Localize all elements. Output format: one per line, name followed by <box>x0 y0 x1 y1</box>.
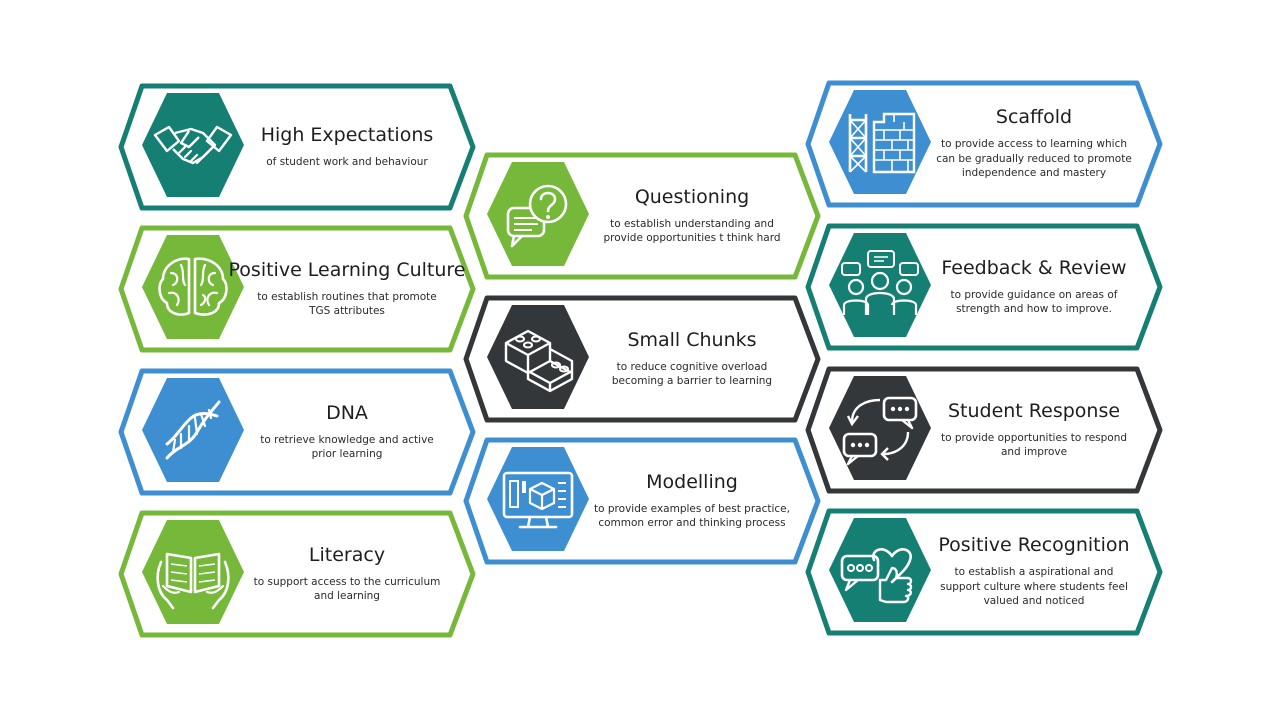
card-text: Scaffold to provide access to learning wh… <box>936 80 1132 206</box>
handshake-icon <box>142 93 244 197</box>
card-modelling: Modelling to provide examples of best pra… <box>462 437 822 567</box>
card-text: Modelling to provide examples of best pra… <box>594 437 790 563</box>
card-description: to establish routines that promote TGS a… <box>257 290 437 318</box>
card-description: to provide access to learning which can … <box>936 138 1132 180</box>
conversation-icon <box>829 376 931 480</box>
card-description: to provide guidance on areas of strength… <box>950 288 1118 316</box>
card-text: Small Chunks to reduce cognitive overload… <box>594 295 790 421</box>
card-title: Small Chunks <box>627 328 757 351</box>
card-description: to establish understanding and provide o… <box>603 217 781 245</box>
scaffold-icon <box>829 90 931 194</box>
card-student-response: Student Response to provide opportunities… <box>804 366 1164 496</box>
card-text: High Expectations of student work and beh… <box>249 83 445 209</box>
card-description: to support access to the curriculum and … <box>253 575 441 603</box>
card-title: Literacy <box>308 543 386 566</box>
card-literacy: Literacy to support access to the curricu… <box>117 510 477 640</box>
card-title: DNA <box>326 401 368 424</box>
card-text: Positive Recognition to establish a aspir… <box>936 508 1132 634</box>
card-feedback-review: Feedback & Review to provide guidance on … <box>804 223 1164 353</box>
card-title: Modelling <box>646 470 738 493</box>
card-description: of student work and behaviour <box>266 155 428 168</box>
blocks-icon <box>487 305 589 409</box>
card-questioning: Questioning to establish understanding an… <box>462 152 822 282</box>
card-description: to provide opportunities to respond and … <box>940 431 1128 459</box>
card-text: Positive Learning Culture to establish ro… <box>229 225 466 351</box>
card-text: Student Response to provide opportunities… <box>936 366 1132 492</box>
card-title: Feedback & Review <box>941 256 1127 279</box>
card-positive-recognition: Positive Recognition to establish a aspir… <box>804 508 1164 638</box>
card-small-chunks: Small Chunks to reduce cognitive overload… <box>462 295 822 425</box>
card-title: High Expectations <box>260 123 434 146</box>
card-text: Literacy to support access to the curricu… <box>249 510 445 636</box>
card-text: Questioning to establish understanding an… <box>594 152 790 278</box>
book-icon <box>142 520 244 624</box>
card-text: DNA to retrieve knowledge and active prio… <box>249 368 445 494</box>
card-high-expectations: High Expectations of student work and beh… <box>117 83 477 213</box>
card-title: Scaffold <box>995 106 1073 129</box>
card-title: Positive Recognition <box>938 534 1130 557</box>
card-positive-learning-culture: Positive Learning Culture to establish ro… <box>117 225 477 355</box>
brain-icon <box>142 235 244 339</box>
card-description: to establish a aspirational and support … <box>940 566 1128 608</box>
card-title: Positive Learning Culture <box>228 258 466 281</box>
card-title: Student Response <box>947 399 1121 422</box>
thumbs-up-heart-icon <box>829 518 931 622</box>
group-chat-icon <box>829 233 931 337</box>
card-description: to retrieve knowledge and active prior l… <box>260 433 434 461</box>
card-dna: DNA to retrieve knowledge and active prio… <box>117 368 477 498</box>
card-scaffold: Scaffold to provide access to learning wh… <box>804 80 1164 210</box>
dna-icon <box>142 378 244 482</box>
card-description: to provide examples of best practice, co… <box>594 502 790 530</box>
card-title: Questioning <box>634 185 750 208</box>
question-bubble-icon <box>487 162 589 266</box>
card-text: Feedback & Review to provide guidance on … <box>936 223 1132 349</box>
monitor-model-icon <box>487 447 589 551</box>
card-description: to reduce cognitive overload becoming a … <box>611 360 773 388</box>
